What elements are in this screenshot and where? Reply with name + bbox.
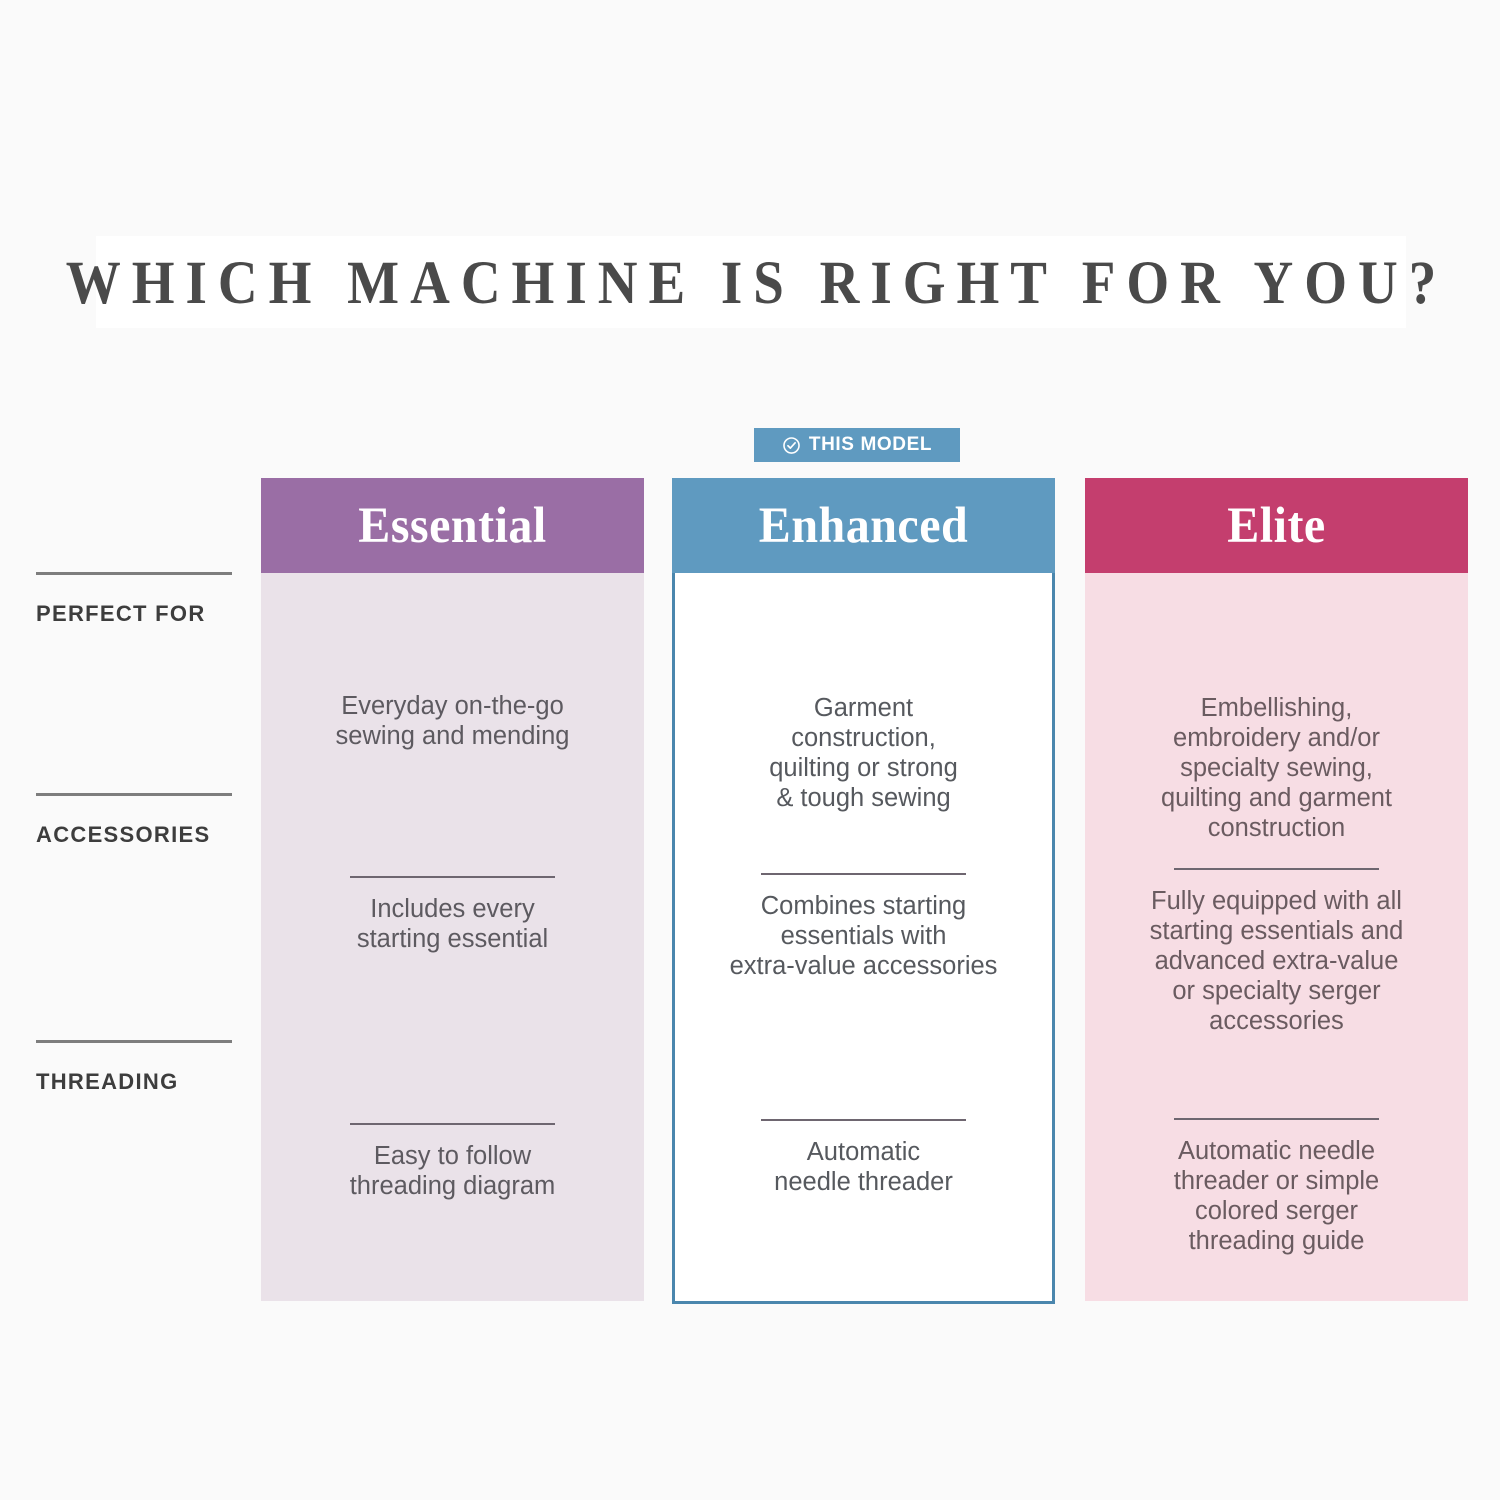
column-enhanced[interactable]: Enhanced Garment construction, quilting … [672,478,1055,1304]
this-model-badge: THIS MODEL [754,428,960,462]
row-label-divider [36,572,232,575]
cell-essential-threading: Easy to follow threading diagram [261,1123,644,1201]
cell-text: Everyday on-the-go sewing and mending [335,692,570,750]
row-label-threading: THREADING [36,1040,236,1095]
cell-text: Includes every starting essential [356,895,549,953]
row-label-divider [36,793,232,796]
cell-text: Embellishing, embroidery and/or specialt… [1160,694,1393,842]
cell-enhanced-accessories: Combines starting essentials with extra-… [675,873,1052,981]
column-body-elite: Embellishing, embroidery and/or specialt… [1085,573,1468,1301]
column-essential[interactable]: Essential Everyday on-the-go sewing and … [261,478,644,1301]
page-title: WHICH MACHINE IS RIGHT FOR YOU? [65,247,1448,317]
cell-text: Easy to follow threading diagram [349,1142,556,1200]
cell-divider [1174,868,1379,870]
column-header-elite: Elite [1085,478,1468,573]
column-body-enhanced: Garment construction, quilting or strong… [672,573,1055,1304]
cell-elite-perfect-for: Embellishing, embroidery and/or specialt… [1085,693,1468,843]
cell-enhanced-threading: Automatic needle threader [675,1119,1052,1197]
cell-enhanced-perfect-for: Garment construction, quilting or strong… [675,693,1052,813]
column-body-essential: Everyday on-the-go sewing and mending In… [261,573,644,1301]
cell-essential-perfect-for: Everyday on-the-go sewing and mending [261,691,644,751]
cell-text: Automatic needle threader or simple colo… [1173,1137,1380,1255]
this-model-badge-label: THIS MODEL [808,434,933,455]
cell-text: Combines starting essentials with extra-… [729,892,998,980]
row-label-text: PERFECT FOR [36,601,206,626]
row-label-divider [36,1040,232,1043]
cell-elite-accessories: Fully equipped with all starting essenti… [1085,868,1468,1036]
cell-divider [761,873,966,875]
cell-text: Automatic needle threader [774,1138,953,1196]
row-label-text: THREADING [36,1069,179,1094]
column-header-essential: Essential [261,478,644,573]
title-banner: WHICH MACHINE IS RIGHT FOR YOU? [66,236,1436,328]
column-title: Enhanced [758,497,969,554]
column-title: Essential [358,497,547,554]
row-label-perfect-for: PERFECT FOR [36,572,236,627]
cell-elite-threading: Automatic needle threader or simple colo… [1085,1118,1468,1256]
column-elite[interactable]: Elite Embellishing, embroidery and/or sp… [1085,478,1468,1301]
circle-check-icon [782,436,801,455]
cell-divider [350,876,555,878]
column-header-enhanced: Enhanced [672,478,1055,573]
cell-essential-accessories: Includes every starting essential [261,876,644,954]
cell-divider [761,1119,966,1121]
row-label-text: ACCESSORIES [36,822,211,847]
column-title: Elite [1227,497,1326,554]
cell-text: Fully equipped with all starting essenti… [1149,887,1404,1035]
row-label-accessories: ACCESSORIES [36,793,236,848]
cell-divider [350,1123,555,1125]
cell-text: Garment construction, quilting or strong… [769,694,958,812]
cell-divider [1174,1118,1379,1120]
